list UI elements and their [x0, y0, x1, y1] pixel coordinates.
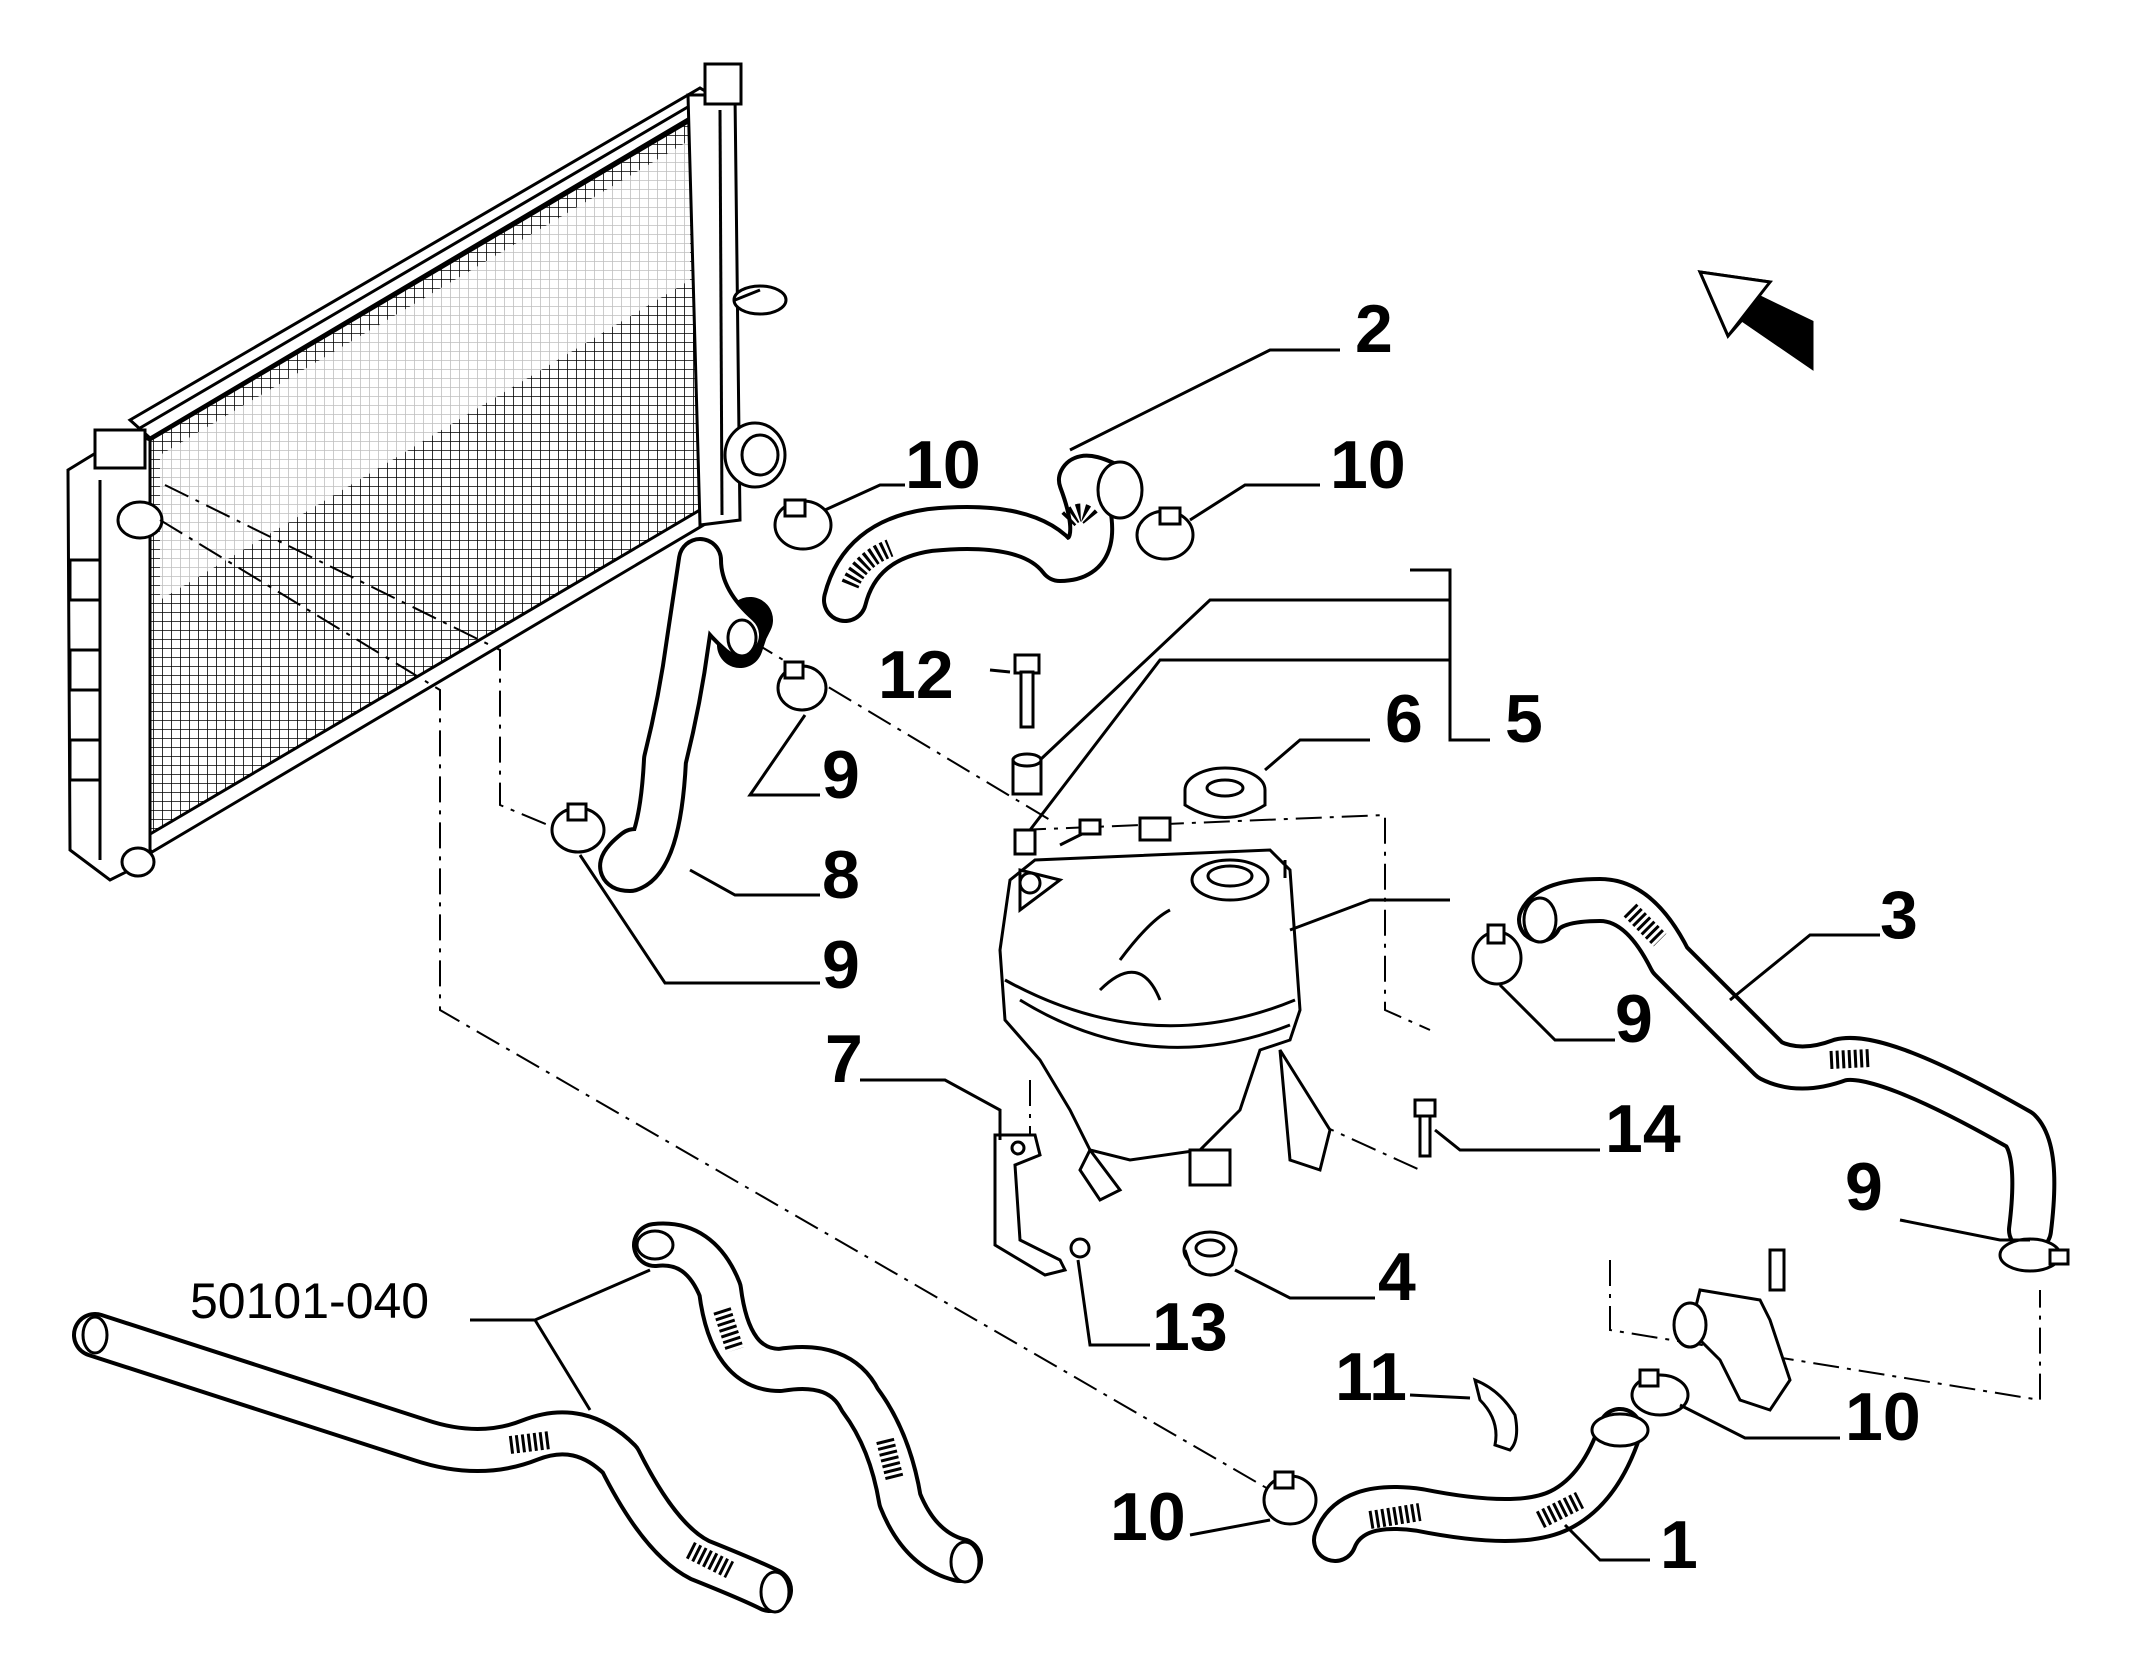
callout-9-right: 9: [1845, 1149, 1883, 1225]
clip-11: [1472, 1377, 1519, 1452]
cap-6: [1183, 766, 1267, 819]
callout-9-upper: 9: [822, 737, 860, 813]
callout-13: 13: [1152, 1289, 1228, 1365]
callout-10-top-right: 10: [1330, 427, 1406, 503]
callout-4: 4: [1378, 1239, 1416, 1315]
callout-10-bottom: 10: [1110, 1479, 1186, 1555]
callout-10-right: 10: [1845, 1379, 1921, 1455]
callout-5: 5: [1505, 681, 1543, 757]
clamp-10-hose1-left: [1262, 1470, 1318, 1526]
expansion-tank: [998, 816, 1332, 1202]
thermostat-housing: [1672, 1248, 1792, 1412]
callout-labels: 2 10 10 12 6 5 9 8 9 3 9 7 14 9 4 50101-…: [190, 291, 1921, 1583]
clamp-10-hose1-right: [1630, 1368, 1690, 1417]
callout-12: 12: [878, 637, 954, 713]
callout-10-top-left: 10: [905, 427, 981, 503]
clamp-10-top-right: [1135, 506, 1195, 561]
callout-9-lower: 9: [822, 927, 860, 1003]
direction-arrow-icon: [1697, 270, 1814, 371]
clamp-9-hose8-bottom: [550, 802, 606, 854]
hose-1: [1312, 1407, 1650, 1563]
callout-14: 14: [1605, 1091, 1681, 1167]
callout-1: 1: [1660, 1507, 1698, 1583]
plug-4: [1182, 1230, 1238, 1277]
stud: [1013, 828, 1037, 856]
callout-11: 11: [1335, 1339, 1407, 1415]
clamp-9-hose3-top: [1471, 923, 1523, 986]
kit-hoses: [72, 1221, 983, 1614]
clamp-9-hose3-bottom: [1998, 1237, 2070, 1273]
callout-6: 6: [1385, 681, 1423, 757]
callout-7: 7: [825, 1021, 863, 1097]
callout-2: 2: [1355, 291, 1393, 367]
bolt-12: [1013, 653, 1041, 729]
hose-8: [598, 537, 773, 893]
clamp-9-hose8-top: [776, 660, 828, 712]
clamp-10-top-left: [773, 498, 833, 551]
leader-lines: [470, 348, 2030, 1562]
callout-8: 8: [822, 837, 860, 913]
bolt-14: [1413, 1098, 1437, 1158]
hose-3: [1517, 877, 2057, 1253]
kit-code-label: 50101-040: [190, 1273, 429, 1329]
hose-2: [822, 453, 1144, 623]
bracket-7: [993, 1133, 1068, 1277]
screw-13: [1069, 1237, 1091, 1259]
callout-3: 3: [1880, 877, 1918, 953]
callout-9-hose3: 9: [1615, 981, 1653, 1057]
grommet-12: [1011, 752, 1043, 796]
